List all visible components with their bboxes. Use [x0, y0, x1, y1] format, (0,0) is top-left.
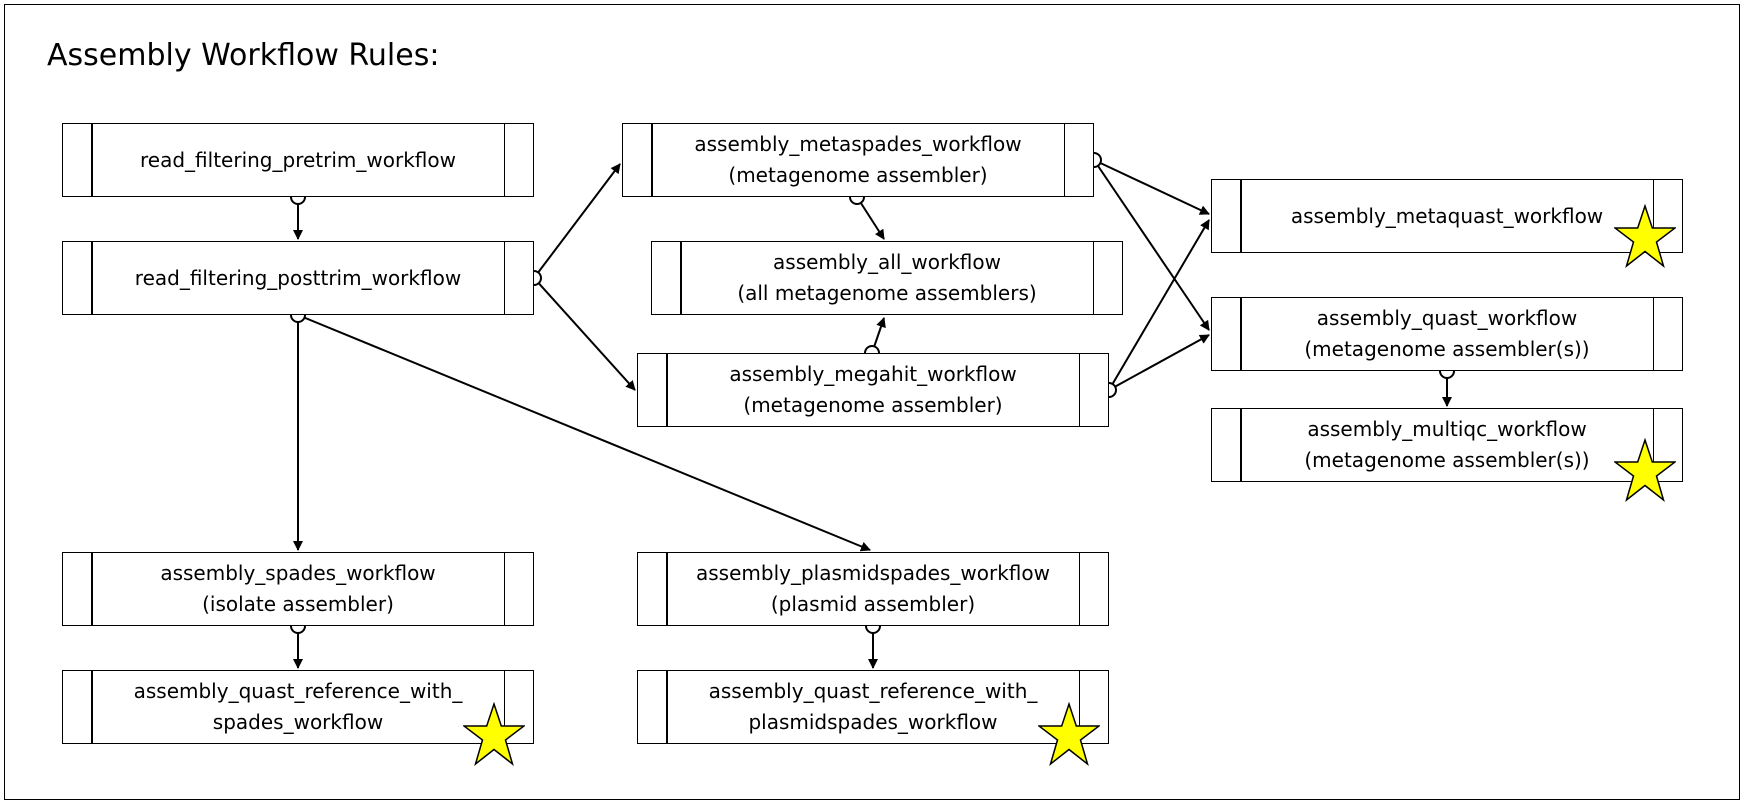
edge-metaspades-to-metaquast: [1099, 162, 1210, 215]
node-sublabel: (metagenome assembler): [743, 393, 1003, 417]
node-label: assembly_metaspades_workflow: [694, 132, 1022, 156]
node-label: read_filtering_pretrim_workflow: [140, 147, 456, 172]
node-assembly-megahit: assembly_megahit_workflow (metagenome as…: [637, 353, 1109, 427]
star-shape: [463, 702, 525, 766]
edge-posttrim-to-plasmidspades: [297, 314, 871, 552]
node-sublabel: (metagenome assembler(s)): [1304, 337, 1590, 361]
edge-posttrim-to-metaspades: [537, 163, 621, 274]
node-label: read_filtering_posttrim_workflow: [134, 265, 462, 290]
edge-metaspades-to-all: [859, 202, 885, 240]
node-assembly-all: assembly_all_workflow (all metagenome as…: [651, 241, 1123, 315]
edge-metaspades-to-quast: [1093, 159, 1210, 331]
node-label: assembly_spades_workflow: [160, 561, 436, 585]
node-label: assembly_quast_reference_with_: [708, 679, 1038, 703]
node-label: assembly_megahit_workflow: [729, 362, 1017, 386]
node-sublabel: (metagenome assembler(s)): [1304, 448, 1590, 472]
node-assembly-metaspades: assembly_metaspades_workflow (metagenome…: [622, 123, 1094, 197]
node-sublabel: plasmidspades_workflow: [748, 710, 998, 734]
node-assembly-spades: assembly_spades_workflow (isolate assemb…: [62, 552, 534, 626]
edge-posttrim-to-megahit: [537, 282, 636, 391]
node-sublabel: (metagenome assembler): [728, 163, 988, 187]
edge-megahit-to-all: [873, 317, 886, 347]
node-sublabel: (all metagenome assemblers): [737, 281, 1037, 305]
node-label: assembly_quast_reference_with_: [133, 679, 463, 703]
star-shape: [1614, 204, 1676, 268]
node-label: assembly_all_workflow: [773, 250, 1001, 274]
star-icon: [1614, 438, 1676, 502]
star-icon: [1614, 204, 1676, 268]
node-assembly-plasmidspades: assembly_plasmidspades_workflow (plasmid…: [637, 552, 1109, 626]
node-read-filtering-pretrim: read_filtering_pretrim_workflow: [62, 123, 534, 197]
node-assembly-metaquast: assembly_metaquast_workflow: [1211, 179, 1683, 253]
node-sublabel: (isolate assembler): [202, 592, 394, 616]
node-sublabel: spades_workflow: [212, 710, 384, 734]
node-sublabel: (plasmid assembler): [770, 592, 976, 616]
node-assembly-quast-reference-plasmidspades: assembly_quast_reference_with_ plasmidsp…: [637, 670, 1109, 744]
edge-megahit-to-quast: [1108, 334, 1210, 391]
star-icon: [1038, 702, 1100, 766]
node-assembly-quast-reference-spades: assembly_quast_reference_with_ spades_wo…: [62, 670, 534, 744]
node-label: assembly_quast_workflow: [1316, 306, 1578, 330]
node-label: assembly_plasmidspades_workflow: [695, 561, 1050, 585]
star-icon: [463, 702, 525, 766]
star-shape: [1038, 702, 1100, 766]
edge-megahit-to-metaquast: [1111, 219, 1210, 385]
node-assembly-quast: assembly_quast_workflow (metagenome asse…: [1211, 297, 1683, 371]
diagram-frame: [4, 4, 1740, 800]
star-shape: [1614, 438, 1676, 502]
node-label: assembly_metaquast_workflow: [1290, 203, 1604, 228]
node-assembly-multiqc: assembly_multiqc_workflow (metagenome as…: [1211, 408, 1683, 482]
node-label: assembly_multiqc_workflow: [1307, 417, 1587, 441]
node-read-filtering-posttrim: read_filtering_posttrim_workflow: [62, 241, 534, 315]
diagram-title: Assembly Workflow Rules:: [47, 38, 440, 73]
